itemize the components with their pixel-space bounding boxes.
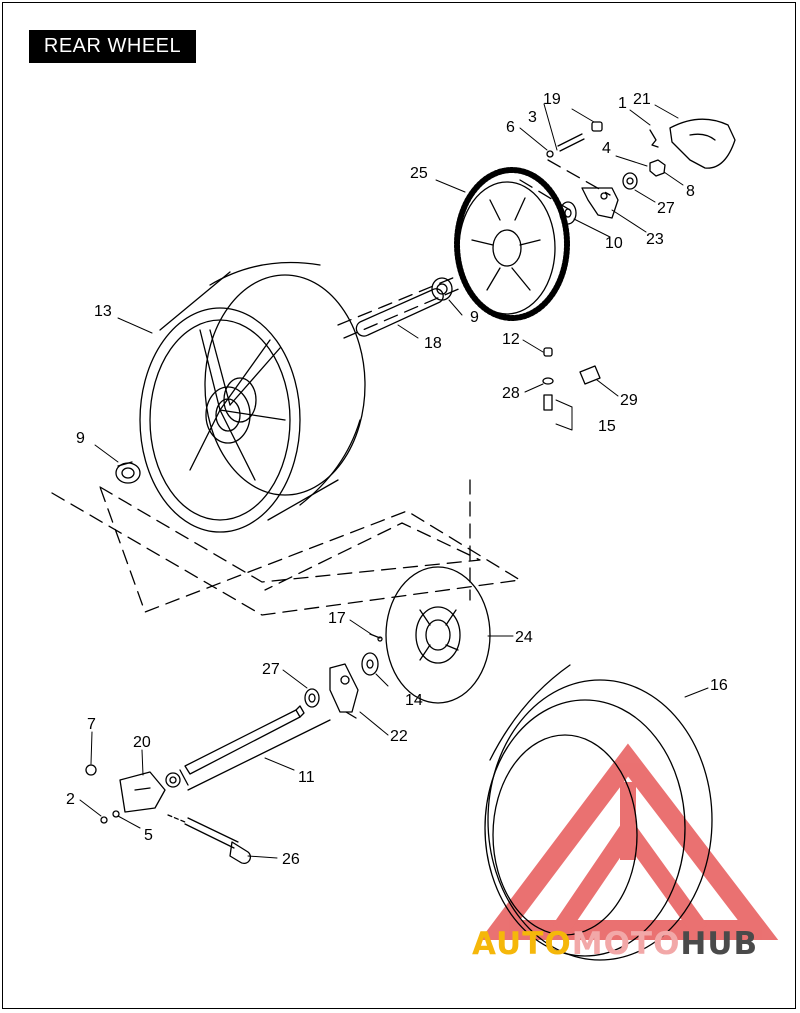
callout-20: 20 bbox=[133, 734, 151, 751]
callout-3: 3 bbox=[528, 109, 537, 126]
callout-5: 5 bbox=[144, 827, 153, 844]
callout-4: 4 bbox=[602, 140, 611, 157]
balance-weight bbox=[579, 365, 601, 385]
right-adjuster-cover bbox=[669, 118, 736, 169]
valve-stem bbox=[542, 347, 554, 411]
caliper-bracket bbox=[329, 663, 359, 719]
washer-right bbox=[622, 172, 638, 190]
callout-26: 26 bbox=[282, 851, 300, 868]
callout-28: 28 bbox=[502, 385, 520, 402]
callout-24: 24 bbox=[515, 629, 533, 646]
callout-29: 29 bbox=[620, 392, 638, 409]
brand-part-auto: AUTO bbox=[472, 926, 572, 962]
adjuster-right bbox=[581, 187, 619, 219]
brand-part-moto: MOTO bbox=[571, 926, 681, 962]
adjuster-bolt-right bbox=[546, 133, 585, 158]
assembly-dashed-lines bbox=[51, 159, 611, 616]
callout-14: 14 bbox=[405, 692, 423, 709]
callout-27-upper: 27 bbox=[657, 200, 675, 217]
callout-10: 10 bbox=[605, 235, 623, 252]
callout-7: 7 bbox=[87, 716, 96, 733]
callout-27-lower: 27 bbox=[262, 661, 280, 678]
callout-22: 22 bbox=[390, 728, 408, 745]
callout-23: 23 bbox=[646, 231, 664, 248]
callout-9-right: 9 bbox=[470, 309, 479, 326]
callout-8: 8 bbox=[686, 183, 695, 200]
diagram-title: REAR WHEEL bbox=[29, 30, 196, 63]
cotter-pin bbox=[649, 129, 659, 148]
wheel-bearing-right bbox=[431, 277, 453, 301]
callout-labels: 1 2 3 4 5 6 7 8 9 9 10 11 12 13 14 15 16… bbox=[66, 91, 728, 868]
locknut-right bbox=[591, 121, 603, 132]
callout-25: 25 bbox=[410, 165, 428, 182]
axle-nut-right bbox=[649, 159, 666, 177]
callout-9-left: 9 bbox=[76, 430, 85, 447]
callout-13: 13 bbox=[94, 303, 112, 320]
spacer-washer bbox=[361, 652, 379, 676]
callout-21: 21 bbox=[633, 91, 651, 108]
brand-part-hub: HUB bbox=[680, 926, 759, 962]
adjuster-nut bbox=[85, 764, 97, 776]
callout-15: 15 bbox=[598, 418, 616, 435]
watermark-brand: AUTOMOTOHUB bbox=[472, 926, 758, 962]
callout-12: 12 bbox=[502, 331, 520, 348]
callout-19: 19 bbox=[543, 91, 561, 108]
axle-washer bbox=[304, 688, 320, 708]
callout-11: 11 bbox=[298, 769, 315, 786]
leader-lines bbox=[79, 103, 709, 859]
spacer-right bbox=[559, 201, 577, 225]
callout-18: 18 bbox=[424, 335, 442, 352]
callout-17: 17 bbox=[328, 610, 346, 627]
axle-nut bbox=[165, 772, 181, 788]
rear-wheel-rim bbox=[139, 261, 366, 533]
axle-adjuster-left bbox=[119, 771, 166, 813]
rear-sprocket bbox=[454, 167, 570, 321]
adjuster-screw bbox=[100, 810, 120, 824]
brake-rotor bbox=[385, 566, 491, 704]
adjuster-bolt bbox=[167, 814, 252, 865]
callout-16: 16 bbox=[710, 677, 728, 694]
wheel-bearing-left bbox=[115, 461, 141, 484]
rear-tire bbox=[484, 664, 713, 961]
callout-1: 1 bbox=[618, 95, 627, 112]
callout-6: 6 bbox=[506, 119, 515, 136]
callout-2: 2 bbox=[66, 791, 75, 808]
watermark-logo bbox=[479, 743, 779, 940]
rear-axle bbox=[179, 705, 331, 791]
rotor-screw bbox=[369, 633, 383, 642]
